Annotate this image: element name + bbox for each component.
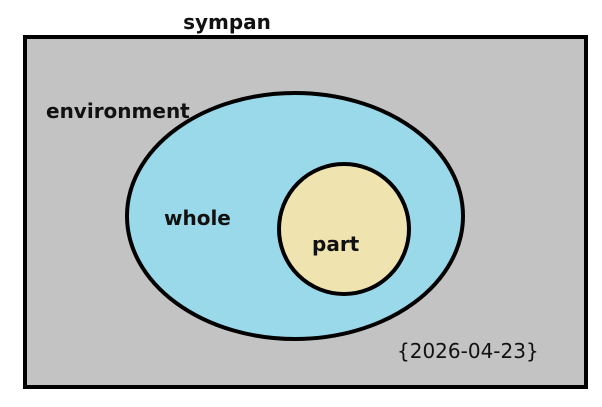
- part-region: [277, 162, 411, 296]
- date-label: {2026-04-23}: [397, 339, 539, 363]
- diagram-title: sympan: [183, 10, 271, 34]
- part-label: part: [312, 232, 360, 256]
- environment-label: environment: [46, 99, 190, 123]
- whole-label: whole: [164, 206, 231, 230]
